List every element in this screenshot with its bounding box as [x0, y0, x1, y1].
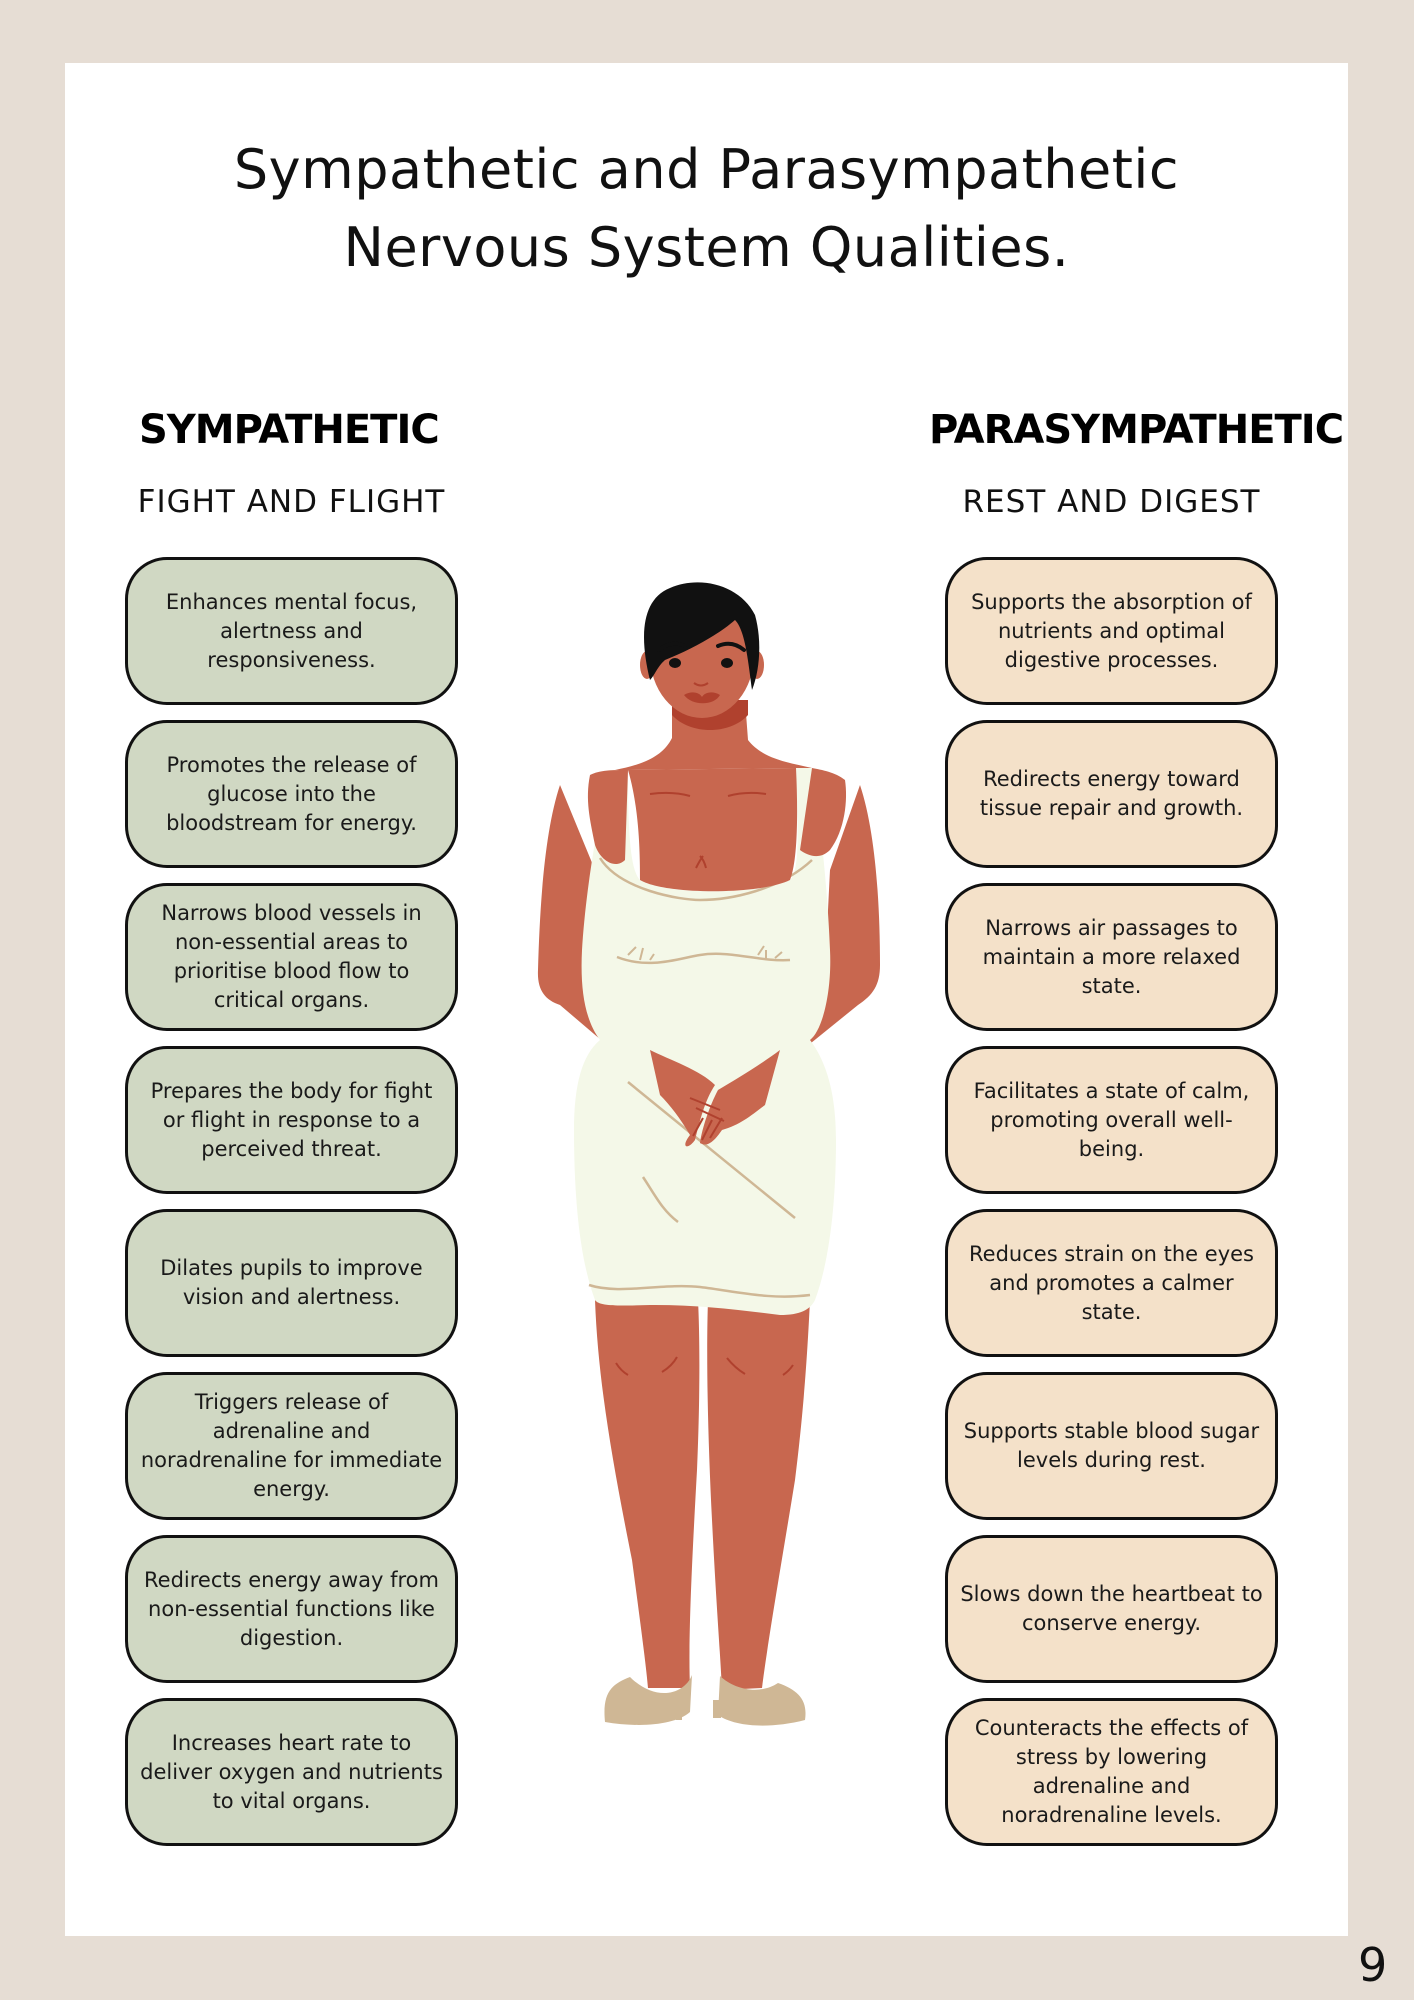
sympathetic-subheading: FIGHT AND FLIGHT	[137, 484, 446, 520]
sympathetic-heading: SYMPATHETIC	[139, 407, 440, 453]
item-text: Redirects energy toward tissue repair an…	[979, 767, 1244, 820]
item-text: Supports stable blood sugar levels durin…	[963, 1419, 1260, 1472]
sympathetic-item: Dilates pupils to improve vision and ale…	[125, 1209, 458, 1357]
item-text: Dilates pupils to improve vision and ale…	[160, 1256, 423, 1309]
parasympathetic-item: Narrows air passages to maintain a more …	[945, 883, 1278, 1031]
item-text: Triggers release of adrenaline and norad…	[140, 1390, 443, 1501]
sympathetic-item: Increases heart rate to deliver oxygen a…	[125, 1698, 458, 1846]
document-page: Sympathetic and Parasympathetic Nervous …	[65, 63, 1348, 1936]
item-text: Narrows air passages to maintain a more …	[982, 915, 1241, 998]
item-text: Redirects energy away from non-essential…	[144, 1567, 439, 1650]
sympathetic-item: Enhances mental focus, alertness and res…	[125, 557, 458, 705]
parasympathetic-item: Counteracts the effects of stress by low…	[945, 1698, 1278, 1846]
title-line-1: Sympathetic and Parasympathetic	[233, 138, 1180, 201]
sympathetic-item: Narrows blood vessels in non-essential a…	[125, 883, 458, 1031]
sympathetic-item: Promotes the release of glucose into the…	[125, 720, 458, 868]
item-text: Narrows blood vessels in non-essential a…	[161, 901, 422, 1012]
standing-woman-illustration-icon	[537, 582, 880, 1726]
page-title: Sympathetic and Parasympathetic Nervous …	[65, 131, 1348, 287]
item-text: Slows down the heartbeat to conserve ene…	[960, 1582, 1263, 1635]
item-text: Reduces strain on the eyes and promotes …	[969, 1241, 1254, 1324]
item-text: Enhances mental focus, alertness and res…	[165, 589, 418, 672]
parasympathetic-item: Supports the absorption of nutrients and…	[945, 557, 1278, 705]
sympathetic-item: Redirects energy away from non-essential…	[125, 1535, 458, 1683]
parasympathetic-subheading: REST AND DIGEST	[962, 484, 1261, 520]
parasympathetic-item: Reduces strain on the eyes and promotes …	[945, 1209, 1278, 1357]
sympathetic-item: Prepares the body for fight or flight in…	[125, 1046, 458, 1194]
parasympathetic-item: Facilitates a state of calm, promoting o…	[945, 1046, 1278, 1194]
item-text: Counteracts the effects of stress by low…	[974, 1716, 1249, 1827]
item-text: Increases heart rate to deliver oxygen a…	[140, 1730, 443, 1813]
item-text: Promotes the release of glucose into the…	[166, 752, 417, 835]
sympathetic-item: Triggers release of adrenaline and norad…	[125, 1372, 458, 1520]
parasympathetic-item: Redirects energy toward tissue repair an…	[945, 720, 1278, 868]
parasympathetic-heading: PARASYMPATHETIC	[929, 407, 1344, 453]
parasympathetic-item: Slows down the heartbeat to conserve ene…	[945, 1535, 1278, 1683]
page-number: 9	[1358, 1938, 1388, 1992]
title-line-2: Nervous System Qualities.	[343, 216, 1070, 279]
item-text: Supports the absorption of nutrients and…	[971, 589, 1252, 672]
item-text: Prepares the body for fight or flight in…	[150, 1078, 433, 1161]
parasympathetic-item: Supports stable blood sugar levels durin…	[945, 1372, 1278, 1520]
item-text: Facilitates a state of calm, promoting o…	[973, 1078, 1250, 1161]
